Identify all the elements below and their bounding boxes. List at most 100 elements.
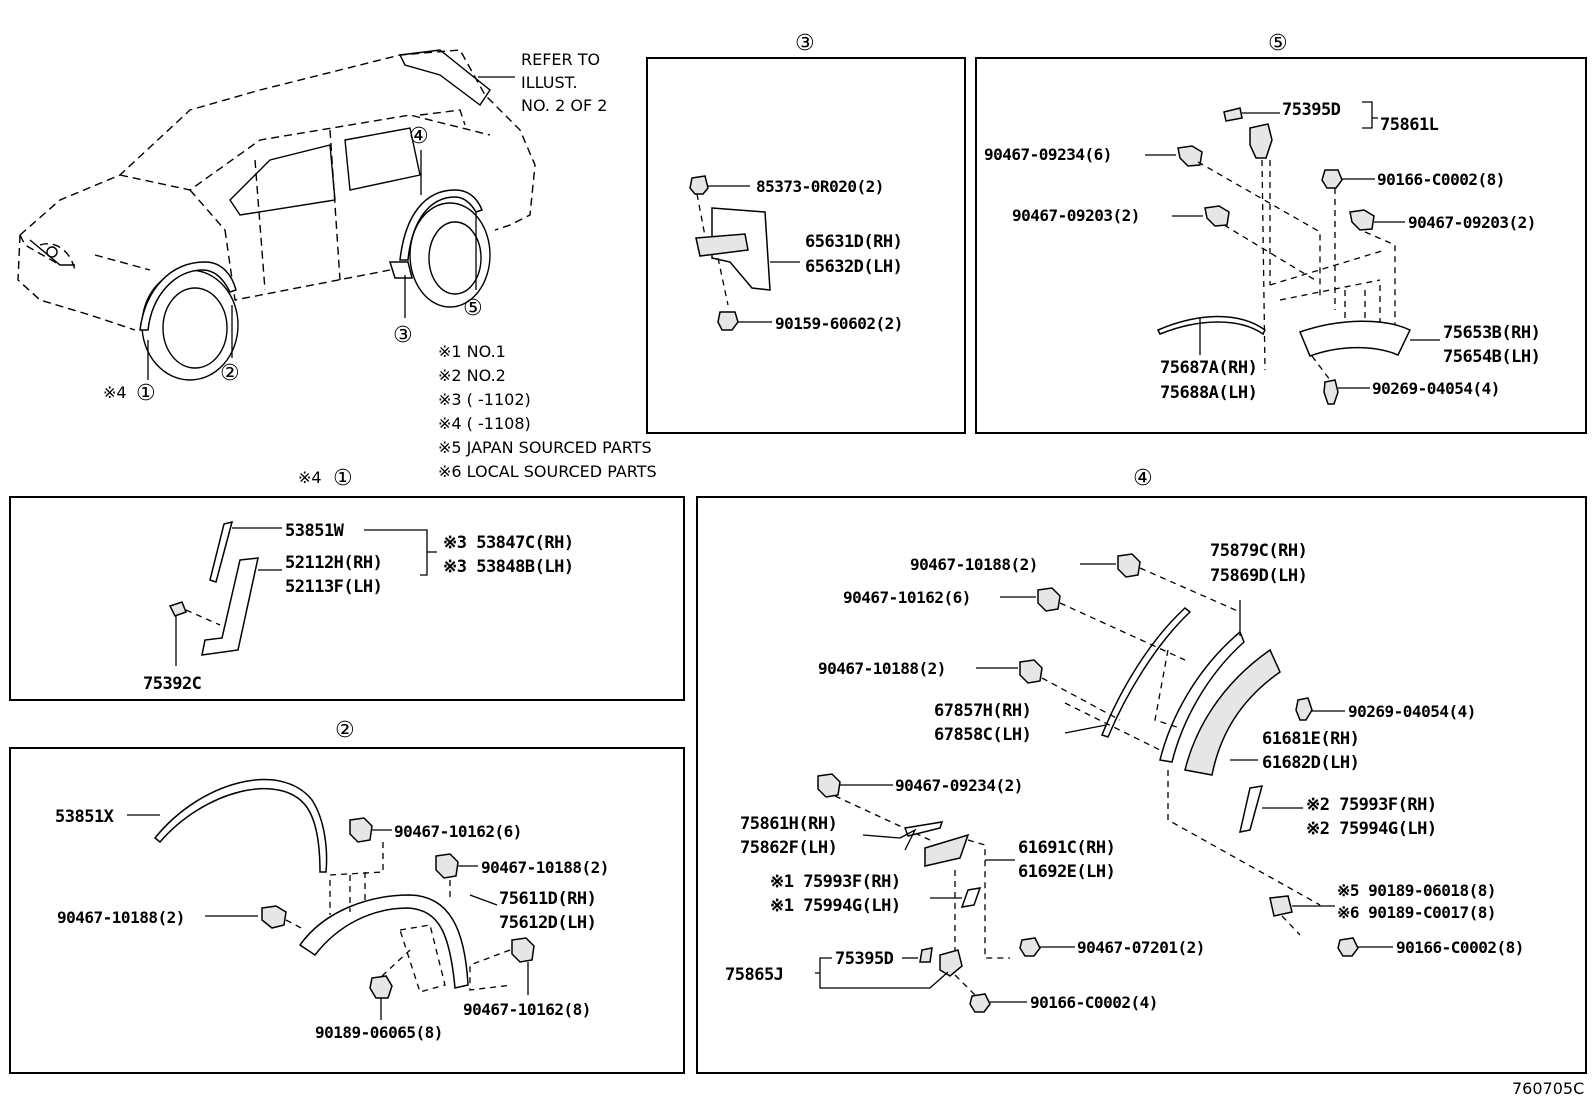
part-52112H-RH: 52112H(RH) [285,553,382,573]
section-4-title: ④ [1133,466,1153,491]
callout-3: ③ [393,323,413,348]
note-2: ※2 NO.2 [438,366,506,385]
part-90467-09203-right: 90467-09203(2) [1408,213,1536,232]
part-52113F-LH: 52113F(LH) [285,577,382,597]
screw-icon [1337,937,1359,957]
part-61682D-LH: 61682D(LH) [1262,753,1359,773]
part-75612D-LH: 75612D(LH) [499,913,596,933]
part-75994G-LH-note1: ※1 75994G(LH) [770,896,901,916]
clip-icon [261,905,287,929]
part-67857H-RH: 67857H(RH) [934,701,1031,721]
part-90159-60602: 90159-60602(2) [775,314,903,333]
clip-icon [1177,145,1203,167]
part-75611D-RH: 75611D(RH) [499,889,596,909]
section-2-frame [9,747,685,1074]
diagram-id: 760705C [1512,1079,1584,1098]
clip-icon [349,817,373,843]
part-61692E-LH: 61692E(LH) [1018,862,1115,882]
vehicle-illustration [17,49,536,381]
part-75862F-LH: 75862F(LH) [740,838,837,858]
part-90467-10188-right: 90467-10188(2) [481,858,609,877]
part-90467-09234: 90467-09234(2) [895,776,1023,795]
note-6: ※6 LOCAL SOURCED PARTS [438,462,657,481]
arch-molding-icon [298,894,469,989]
arch-molding-icon [201,557,259,656]
screw-icon [1295,697,1313,721]
part-90467-10162-top: 90467-10162(6) [394,822,522,841]
bracket-icon [924,833,970,867]
part-53847C-RH: ※3 53847C(RH) [443,533,574,553]
part-75654B-LH: 75654B(LH) [1443,347,1540,367]
part-85373-0R020: 85373-0R020(2) [756,177,884,196]
clip-icon [817,773,841,798]
vehicle-overview: REFER TO ILLUST. NO. 2 OF 2 ① ※4 ② ③ ④ ⑤… [17,49,657,481]
part-75688A-LH: 75688A(LH) [1160,383,1257,403]
part-90166-C0002-4: 90166-C0002(4) [1030,993,1158,1012]
section-1-frame [9,496,685,701]
clip-icon [1349,209,1375,231]
part-75687A-RH: 75687A(RH) [1160,358,1257,378]
part-90166-C0002: 90166-C0002(8) [1377,170,1505,189]
bracket-icon [939,949,963,977]
bracket-icon [903,821,944,837]
refer-note-line-3: NO. 2 OF 2 [521,96,607,115]
section-1-title: ① [333,466,353,491]
screw-icon [1321,169,1343,189]
part-90189-C0017: ※6 90189-C0017(8) [1337,903,1496,922]
molding-strip-icon [1101,607,1192,738]
refer-note-line-2: ILLUST. [521,73,578,92]
molding-strip-icon [209,520,234,583]
clip-icon [1037,587,1061,612]
notes-legend: ※1 NO.1 ※2 NO.2 ※3 ( -1102) ※4 ( -1108) … [438,342,657,481]
part-90467-10162-bottom: 90467-10162(8) [463,1000,591,1019]
clip-icon [919,947,933,963]
arch-molding-icon [1299,320,1412,357]
part-90467-07201: 90467-07201(2) [1077,938,1205,957]
clip-icon [1204,205,1230,227]
clip-icon [168,601,187,617]
clip-icon [369,975,393,999]
section-2-title: ② [335,718,355,743]
part-75395D: 75395D [1282,100,1341,120]
clip-icon [1269,895,1293,917]
part-75879C-RH: 75879C(RH) [1210,541,1307,561]
part-61681E-RH: 61681E(RH) [1262,729,1359,749]
part-65632D-LH: 65632D(LH) [805,257,902,277]
part-90467-10188-mid: 90467-10188(2) [818,659,946,678]
clip-icon [1223,107,1243,122]
section-1: ※4 ① 53851W 52112H(RH) 52113F(LH) 75392C… [9,466,685,701]
part-75395D: 75395D [835,949,894,969]
screw-icon [969,993,991,1013]
part-75993F-RH-note1: ※1 75993F(RH) [770,872,901,892]
part-75993F-RH-note2: ※2 75993F(RH) [1306,795,1437,815]
callout-2: ② [220,361,240,386]
section-5: ⑤ 75395D 758 [975,31,1587,434]
callout-1-mark: ※4 [103,383,127,402]
clip-icon [511,937,535,963]
screw-icon [1019,937,1041,957]
section-3-title: ③ [795,31,815,56]
molding-strip-icon [153,778,328,873]
section-1-mark: ※4 [298,468,322,487]
part-90269-04054: 90269-04054(4) [1348,702,1476,721]
part-75861L: 75861L [1380,115,1439,135]
section-3-frame [646,57,966,434]
clip-icon [1117,553,1141,578]
section-5-frame [975,57,1587,434]
refer-note-line-1: REFER TO [521,50,600,69]
clip-icon [1019,659,1043,684]
part-67858C-LH: 67858C(LH) [934,725,1031,745]
part-90189-06018: ※5 90189-06018(8) [1337,881,1496,900]
section-5-title: ⑤ [1268,31,1288,56]
part-90269-04054: 90269-04054(4) [1372,379,1500,398]
part-75865J: 75865J [725,965,783,985]
part-75653B-RH: 75653B(RH) [1443,323,1540,343]
part-53848B-LH: ※3 53848B(LH) [443,557,574,577]
part-65631D-RH: 65631D(RH) [805,232,902,252]
section-4-frame [696,496,1587,1074]
clip-icon [689,175,709,195]
part-61691C-RH: 61691C(RH) [1018,838,1115,858]
part-90467-10162: 90467-10162(6) [843,588,971,607]
note-4: ※4 ( -1108) [438,414,531,433]
